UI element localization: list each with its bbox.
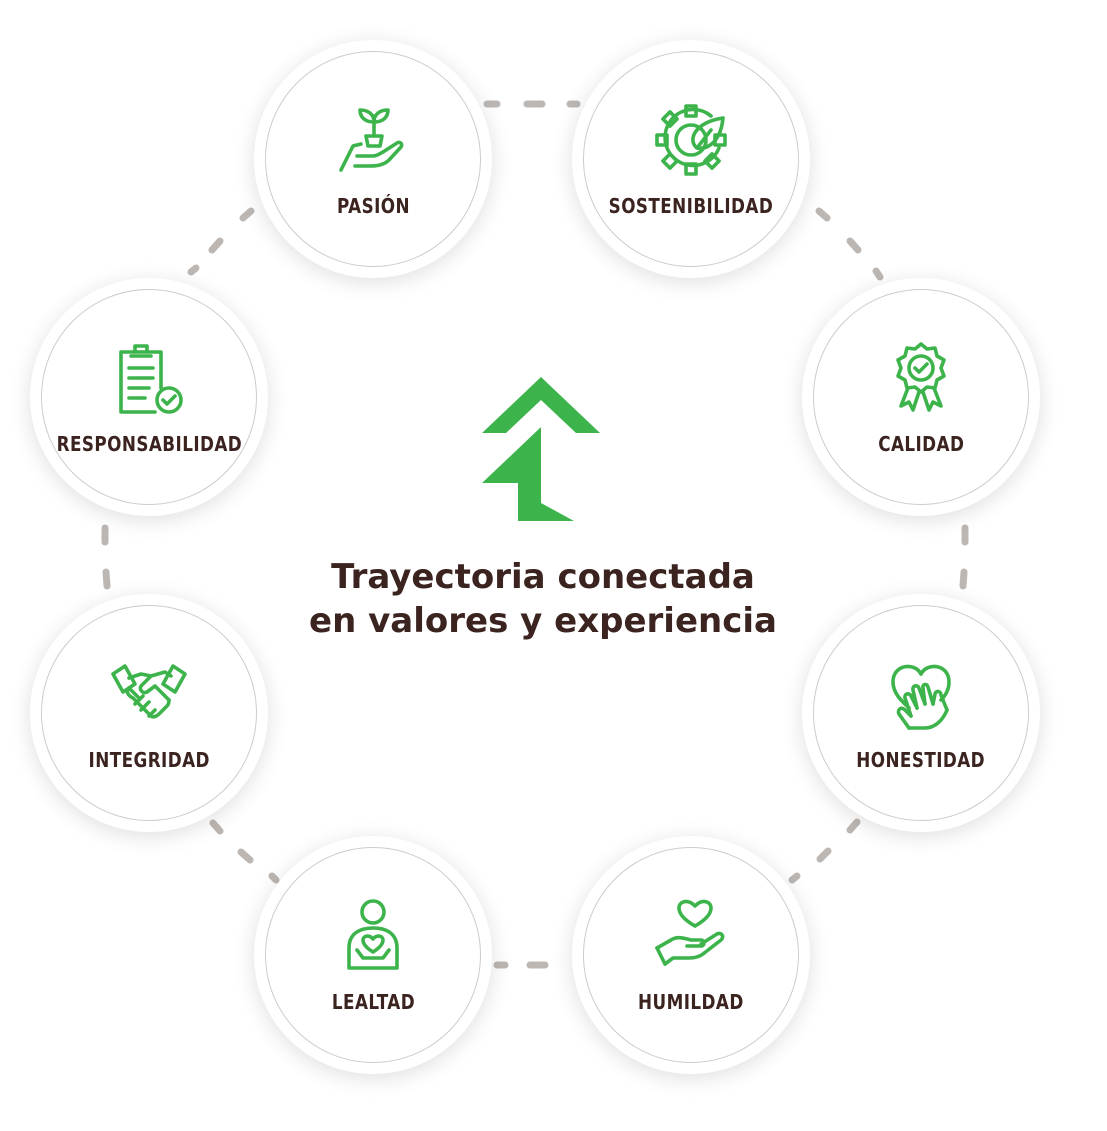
heart-in-hand-icon <box>655 899 725 966</box>
value-node-lealtad: LEALTAD <box>254 836 492 1074</box>
value-label-humildad: HUMILDAD <box>638 990 744 1014</box>
value-label-honestidad: HONESTIDAD <box>856 748 986 772</box>
hand-on-heart-icon <box>891 664 951 730</box>
value-label-responsabilidad: RESPONSABILIDAD <box>56 432 242 456</box>
value-label-calidad: CALIDAD <box>877 432 965 456</box>
plant-in-hand-icon <box>339 108 404 172</box>
clipboard-check-icon <box>119 344 183 414</box>
value-node-pasion: PASIÓN <box>254 40 492 278</box>
value-label-pasion: PASIÓN <box>336 194 410 218</box>
value-label-sostenibilidad: SOSTENIBILIDAD <box>608 194 774 218</box>
value-label-integridad: INTEGRIDAD <box>88 748 210 772</box>
quality-award-badge-icon <box>896 342 946 412</box>
eco-gear-leaf-icon <box>655 104 727 176</box>
handshake-icon <box>111 664 187 719</box>
center-title-line-1: Trayectoria conectada <box>331 557 755 597</box>
value-node-integridad: INTEGRIDAD <box>30 594 268 832</box>
value-node-calidad: CALIDAD <box>802 278 1040 516</box>
center-title-line-2: en valores y experiencia <box>309 601 777 641</box>
person-heart-icon <box>347 899 399 970</box>
center-title: Trayectoria conectada en valores y exper… <box>253 555 833 643</box>
value-node-sostenibilidad: SOSTENIBILIDAD <box>572 40 810 278</box>
value-node-responsabilidad: RESPONSABILIDAD <box>30 278 268 516</box>
value-node-humildad: HUMILDAD <box>572 836 810 1074</box>
value-label-lealtad: LEALTAD <box>331 990 415 1014</box>
arrow-up-logo <box>482 377 600 521</box>
value-node-honestidad: HONESTIDAD <box>802 594 1040 832</box>
